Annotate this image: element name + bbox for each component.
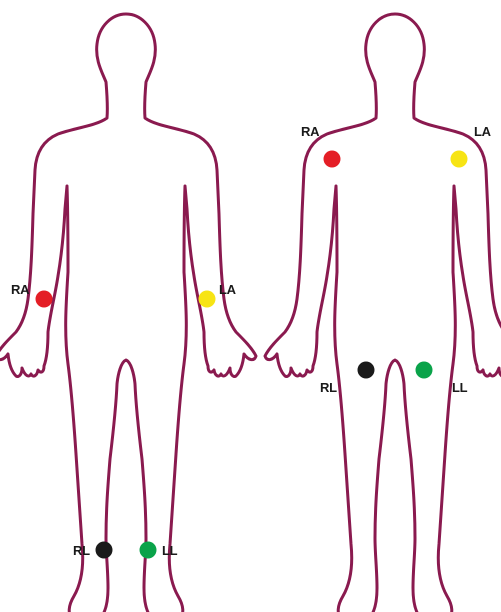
- electrode-rl-ankle: [96, 542, 113, 559]
- label-ra-torso: RA: [301, 124, 320, 139]
- body-outline-left: [0, 14, 256, 612]
- electrode-la-wrist: [199, 291, 216, 308]
- electrode-rl-torso: [358, 362, 375, 379]
- label-la-limb: LA: [219, 282, 237, 297]
- figure-limb-placement: [0, 14, 256, 612]
- electrode-ll-torso: [416, 362, 433, 379]
- label-ra-limb: RA: [11, 282, 30, 297]
- electrode-ll-ankle: [140, 542, 157, 559]
- electrode-la-shoulder: [451, 151, 468, 168]
- electrode-ra-wrist: [36, 291, 53, 308]
- label-rl-limb: RL: [73, 543, 90, 558]
- label-ll-limb: LL: [162, 543, 178, 558]
- electrode-ra-shoulder: [324, 151, 341, 168]
- label-la-torso: LA: [474, 124, 492, 139]
- figure-torso-placement: [265, 14, 501, 612]
- label-ll-torso: LL: [452, 380, 468, 395]
- label-rl-torso: RL: [320, 380, 337, 395]
- body-outline-right: [265, 14, 501, 612]
